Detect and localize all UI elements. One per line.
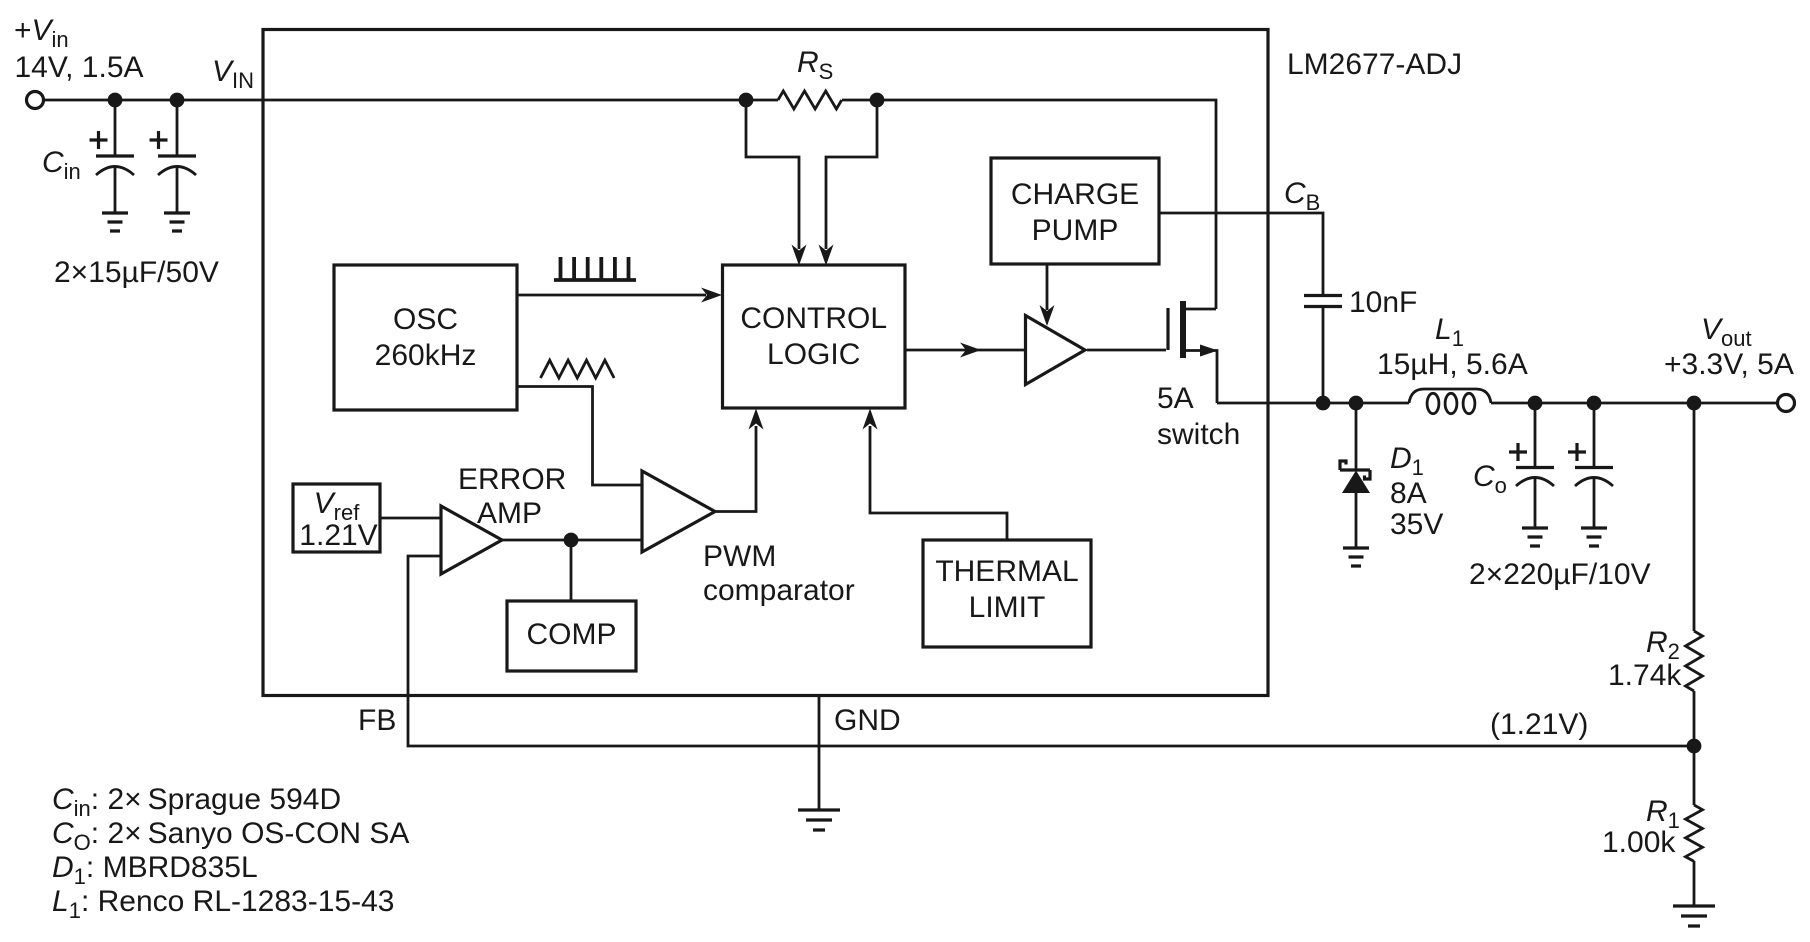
svg-text:15µH, 5.6A: 15µH, 5.6A — [1377, 348, 1528, 381]
svg-text:10nF: 10nF — [1349, 286, 1417, 319]
svg-text:Cin: Cin — [42, 146, 81, 184]
svg-text:2×15µF/50V: 2×15µF/50V — [54, 256, 219, 289]
svg-text:switch: switch — [1157, 418, 1240, 451]
svg-text:AMP: AMP — [477, 497, 542, 530]
svg-text:LM2677-ADJ: LM2677-ADJ — [1287, 48, 1462, 81]
svg-text:1.74k: 1.74k — [1608, 659, 1682, 692]
svg-text:LIMIT: LIMIT — [969, 591, 1046, 624]
svg-text:2×220µF/10V: 2×220µF/10V — [1469, 558, 1651, 591]
svg-text:R1: R1 — [1646, 795, 1680, 833]
svg-text:14V, 1.5A: 14V, 1.5A — [15, 51, 144, 84]
svg-text:+3.3V, 5A: +3.3V, 5A — [1664, 348, 1794, 381]
svg-text:Vout: Vout — [1701, 313, 1752, 351]
svg-text:FB: FB — [358, 704, 396, 737]
svg-text:1.00k: 1.00k — [1602, 826, 1676, 859]
svg-text:ERROR: ERROR — [458, 463, 566, 496]
svg-text:CO: 2× Sanyo OS-CON SA: CO: 2× Sanyo OS-CON SA — [52, 817, 409, 855]
svg-text:LOGIC: LOGIC — [767, 338, 860, 371]
svg-text:CHARGE: CHARGE — [1011, 178, 1139, 211]
svg-text:PUMP: PUMP — [1032, 214, 1119, 247]
svg-text:THERMAL: THERMAL — [935, 555, 1078, 588]
svg-text:Cin: 2× Sprague 594D: Cin: 2× Sprague 594D — [52, 783, 341, 821]
svg-text:OSC: OSC — [393, 303, 458, 336]
svg-text:5A: 5A — [1157, 382, 1194, 415]
svg-text:+Vin: +Vin — [14, 14, 69, 52]
svg-text:CONTROL: CONTROL — [740, 302, 887, 335]
svg-text:(1.21V): (1.21V) — [1490, 708, 1588, 741]
svg-text:D1: MBRD835L: D1: MBRD835L — [52, 851, 258, 889]
svg-text:COMP: COMP — [527, 618, 617, 651]
svg-text:8A: 8A — [1390, 477, 1427, 510]
svg-text:comparator: comparator — [703, 574, 855, 607]
svg-text:1.21V: 1.21V — [299, 519, 377, 552]
svg-text:35V: 35V — [1390, 508, 1443, 541]
svg-text:PWM: PWM — [703, 540, 776, 573]
svg-text:GND: GND — [834, 704, 901, 737]
svg-text:L1: Renco RL-1283-15-43: L1: Renco RL-1283-15-43 — [52, 885, 394, 923]
svg-text:260kHz: 260kHz — [375, 339, 477, 372]
svg-text:R2: R2 — [1646, 626, 1680, 664]
